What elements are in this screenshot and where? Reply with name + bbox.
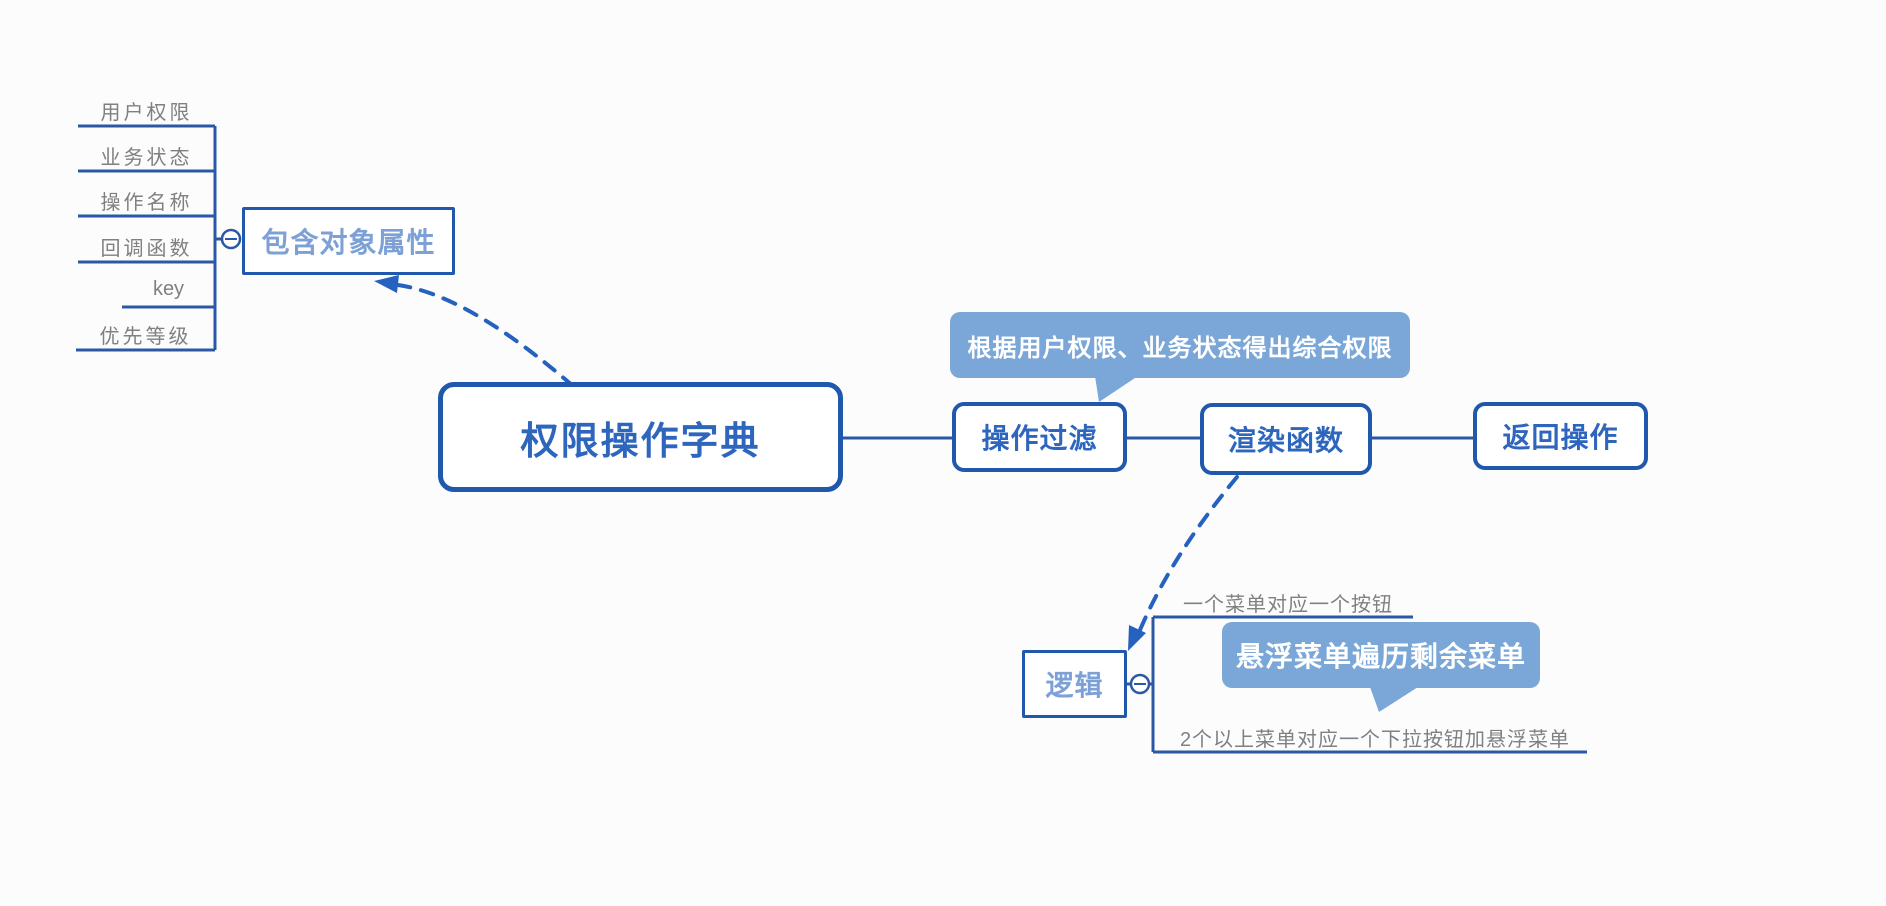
callout-floating-menu[interactable]: 悬浮菜单遍历剩余菜单 — [1222, 622, 1540, 688]
dashed-arrow-to-logic — [1128, 475, 1239, 651]
collapse-toggle-logic[interactable] — [1129, 673, 1151, 695]
collapse-toggle-attributes[interactable] — [220, 228, 242, 250]
node-contains-object-attributes[interactable]: 包含对象属性 — [242, 207, 455, 275]
attr-item-callback-function[interactable]: 回调函数 — [100, 238, 193, 260]
attr-item-business-status[interactable]: 业务状态 — [100, 147, 193, 169]
attr-item-operation-name[interactable]: 操作名称 — [100, 192, 193, 214]
callout-tail — [1370, 687, 1418, 712]
node-logic[interactable]: 逻辑 — [1022, 650, 1127, 718]
callout-combined-permission[interactable]: 根据用户权限、业务状态得出综合权限 — [950, 312, 1410, 378]
logic-branch-lines — [1127, 615, 1587, 754]
attr-item-priority[interactable]: 优先等级 — [99, 326, 192, 348]
dashed-arrow-to-attributes — [374, 275, 575, 388]
attribute-list-lines — [76, 124, 222, 352]
attr-item-key[interactable]: key — [152, 278, 185, 300]
branch-item-single-menu[interactable]: 一个菜单对应一个按钮 — [1183, 594, 1393, 616]
node-operation-filter[interactable]: 操作过滤 — [952, 402, 1127, 472]
node-return-operation[interactable]: 返回操作 — [1473, 402, 1648, 470]
callout-tail — [1095, 376, 1138, 402]
branch-item-multi-menu[interactable]: 2个以上菜单对应一个下拉按钮加悬浮菜单 — [1179, 729, 1571, 751]
node-render-function[interactable]: 渲染函数 — [1200, 403, 1372, 475]
node-root-permission-dictionary[interactable]: 权限操作字典 — [438, 382, 843, 492]
attr-item-user-permission[interactable]: 用户权限 — [100, 102, 193, 124]
